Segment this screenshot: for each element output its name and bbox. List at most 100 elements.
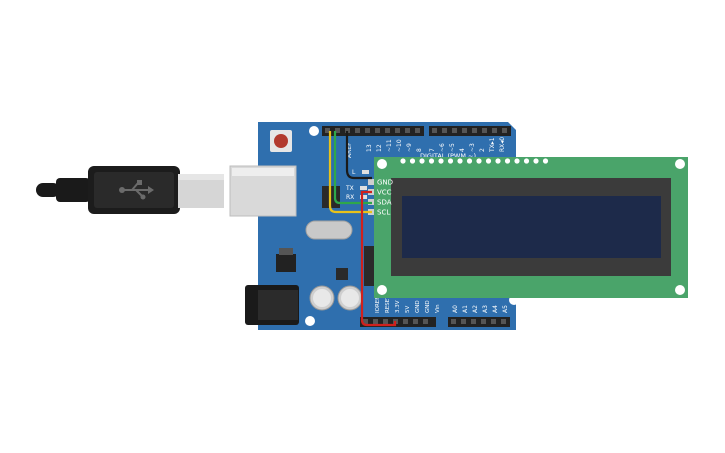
header-pin[interactable] xyxy=(325,128,330,133)
header-pin[interactable] xyxy=(481,319,486,324)
digital-pin-label: 12 xyxy=(376,144,383,152)
digital-pin-label: ~9 xyxy=(406,143,413,152)
lcd-screen xyxy=(402,196,661,258)
analog-pin-label: A3 xyxy=(482,305,489,313)
header-pin[interactable] xyxy=(451,319,456,324)
digital-pin-label: ~10 xyxy=(396,139,403,152)
lcd-pin-pad xyxy=(485,158,492,164)
lcd-pin-pad xyxy=(495,158,501,164)
lcd-pin-pad xyxy=(533,158,539,164)
usb-symbol-icon xyxy=(119,180,154,200)
header-pin[interactable] xyxy=(413,319,418,324)
header-pin[interactable] xyxy=(335,128,340,133)
wire-scl[interactable] xyxy=(328,131,372,214)
usb-cable-strain-relief xyxy=(56,178,90,202)
analog-pin-label: A4 xyxy=(492,305,499,313)
lcd-i2c-pin[interactable] xyxy=(368,179,374,185)
header-pin[interactable] xyxy=(471,319,476,324)
lcd-pin-pad xyxy=(457,158,463,164)
lcd-mounting-hole xyxy=(675,285,685,295)
lcd-parallel-pins xyxy=(400,158,549,164)
header-pin[interactable] xyxy=(432,128,437,133)
digital-pin-label: ~5 xyxy=(449,143,456,152)
crystal-oscillator xyxy=(305,220,353,240)
header-pin[interactable] xyxy=(403,319,408,324)
digital-pin-label: 13 xyxy=(366,144,373,152)
mounting-hole xyxy=(305,316,315,326)
power-pin-label: 5V xyxy=(405,306,411,313)
header-pin[interactable] xyxy=(502,128,507,133)
led-rx xyxy=(360,195,367,199)
lcd-pin-pad xyxy=(476,158,482,164)
header-pin[interactable] xyxy=(452,128,457,133)
lcd-pin-pad xyxy=(409,158,416,164)
analog-pin-label: A5 xyxy=(502,305,509,313)
analog-pin-label: A2 xyxy=(472,305,479,313)
digital-pin-label: 7 xyxy=(429,148,436,152)
header-pin[interactable] xyxy=(415,128,420,133)
header-pin[interactable] xyxy=(365,128,370,133)
header-pin[interactable] xyxy=(492,128,497,133)
lcd-mounting-hole xyxy=(377,159,387,169)
digital-section-label: DIGITAL (PWM ~) xyxy=(420,152,476,160)
lcd-pin-pad xyxy=(466,158,473,164)
digital-header-holes xyxy=(325,128,507,133)
digital-pin-label: ~6 xyxy=(439,143,446,152)
lcd-mounting-hole xyxy=(675,159,685,169)
reset-button[interactable] xyxy=(274,134,288,148)
wires[interactable] xyxy=(328,131,397,327)
header-pin[interactable] xyxy=(482,128,487,133)
lcd-i2c-pin-label: SCL xyxy=(377,209,390,217)
header-pin[interactable] xyxy=(501,319,506,324)
digital-pin-label: TX▸1 xyxy=(489,137,496,153)
usb-b-port-highlight xyxy=(232,168,294,176)
header-pin[interactable] xyxy=(355,128,360,133)
header-pin[interactable] xyxy=(491,319,496,324)
power-pin-label: GND xyxy=(415,300,421,313)
smd-chip xyxy=(336,268,348,280)
header-pin[interactable] xyxy=(442,128,447,133)
wire-vcc[interactable] xyxy=(360,190,397,327)
lcd-pin-pad xyxy=(447,158,454,164)
header-pin[interactable] xyxy=(383,319,388,324)
header-pin[interactable] xyxy=(373,319,378,324)
wire-gnd[interactable] xyxy=(345,131,372,180)
header-pin[interactable] xyxy=(375,128,380,133)
header-pin[interactable] xyxy=(423,319,428,324)
usb-cable[interactable] xyxy=(36,166,224,214)
header-pin[interactable] xyxy=(395,128,400,133)
wire-sda[interactable] xyxy=(333,131,372,205)
power-pin-label: IOREF xyxy=(375,297,381,313)
header-pin[interactable] xyxy=(385,128,390,133)
digital-pin-label: 4 xyxy=(459,148,466,152)
led-rx-label: RX xyxy=(346,194,354,201)
mounting-hole xyxy=(309,126,319,136)
header-pin[interactable] xyxy=(472,128,477,133)
aref-label: AREF xyxy=(346,142,353,158)
header-pin[interactable] xyxy=(405,128,410,133)
analog-pin-label: A0 xyxy=(452,305,459,313)
header-pin[interactable] xyxy=(363,319,368,324)
digital-pin-label: 8 xyxy=(416,148,423,152)
usb-plug-highlight xyxy=(178,174,224,180)
led-tx-label: TX xyxy=(345,185,354,192)
power-pin-label: 3.3V xyxy=(395,300,401,313)
led-l-label: L xyxy=(352,169,356,176)
header-pin[interactable] xyxy=(462,128,467,133)
lcd-pin-pad xyxy=(542,158,549,164)
power-pin-label: Vin xyxy=(435,304,441,313)
led-l xyxy=(362,170,369,174)
lcd-pin-pad xyxy=(400,158,406,164)
usb-cable-tail xyxy=(36,183,60,197)
analog-pin-label: A1 xyxy=(462,305,469,313)
digital-header-1 xyxy=(322,126,424,136)
header-pin[interactable] xyxy=(345,128,350,133)
digital-pin-label: 2 xyxy=(479,148,486,152)
voltage-regulator-tab xyxy=(279,248,293,255)
capacitor-top xyxy=(313,289,331,307)
header-pin[interactable] xyxy=(461,319,466,324)
